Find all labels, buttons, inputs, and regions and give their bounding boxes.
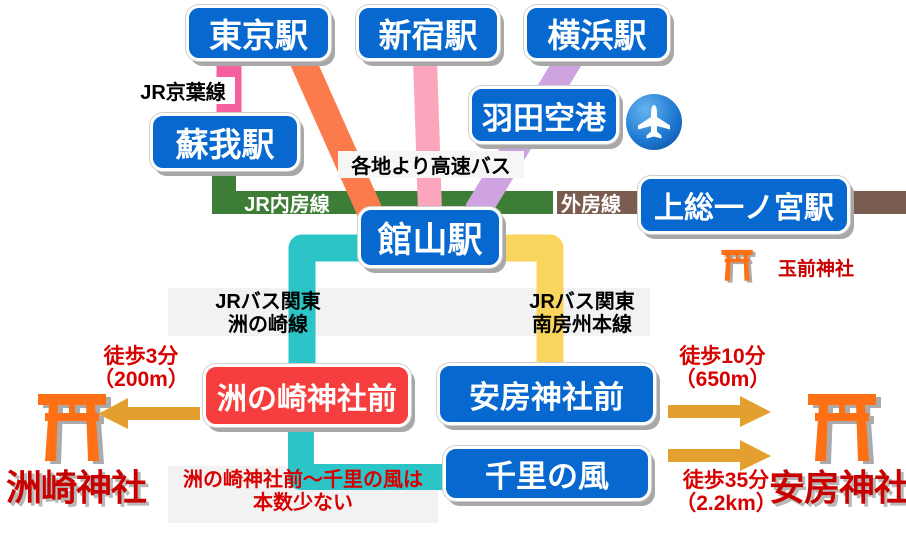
nanboshu-bus-line-text-2: 南房州本線	[532, 314, 632, 336]
station-label-shinjuku: 新宿駅	[378, 17, 478, 54]
keiyo-line-text: JR京葉線	[140, 82, 226, 104]
bus-stop-label-sunosaki-mae: 洲の崎神社前	[217, 382, 397, 416]
airplane-icon	[626, 94, 682, 150]
torii-icon-tamasaki	[721, 249, 756, 283]
walk-arrow-senri-to-awa	[668, 440, 771, 471]
shrine-text-tamasaki: 玉前神社	[777, 258, 854, 280]
sunosaki-bus-line-text-2: 洲の崎線	[228, 314, 308, 336]
shrine-name-tamasaki: 玉前神社	[755, 255, 877, 280]
walk-arrow-awamae-to-awa	[668, 396, 771, 427]
bus-stop-box-senri-no-kaze: 千里の風	[443, 446, 651, 501]
walk-label-senri: 徒歩35分 （2.2km）	[660, 465, 792, 519]
note-text-2: 本数少ない	[253, 492, 353, 514]
walk-dist-senri: （2.2km）	[675, 492, 777, 515]
station-box-shinjuku: 新宿駅	[356, 5, 500, 61]
note-text-1: 洲の崎神社前～千里の風は	[183, 469, 423, 491]
sunosaki-bus-line-upper	[288, 234, 366, 370]
shrine-name-sunosaki: 洲崎神社	[0, 463, 152, 508]
walk-time-sunosaki: 徒歩3分	[103, 345, 179, 368]
bus-stop-label-awa-mae: 安房神社前	[469, 379, 624, 415]
walk-arrow-to-sunosaki	[98, 398, 200, 429]
nanboshu-bus-line-text-1: JRバス関東	[529, 291, 635, 313]
walk-dist-awamae: （650m）	[674, 368, 771, 391]
bus-line-label-band	[168, 288, 650, 336]
station-label-tateyama: 館山駅	[377, 221, 483, 260]
shrine-text-awa: 安房神社	[768, 467, 906, 508]
station-label-yokohama: 横浜駅	[547, 17, 647, 54]
sotobo-line-label: 外房線	[556, 191, 626, 216]
highway-bus-label: 各地より高速バス	[338, 151, 524, 178]
nanboshu-bus-line-label: JRバス関東 南房州本線	[506, 291, 658, 337]
station-label-haneda: 羽田空港	[482, 100, 606, 136]
station-box-yokohama: 横浜駅	[524, 5, 670, 61]
station-box-tokyo: 東京駅	[186, 5, 331, 61]
shrine-text-sunosaki: 洲崎神社	[5, 467, 147, 508]
bus-stop-label-senri-no-kaze: 千里の風	[485, 459, 609, 494]
walk-time-senri: 徒歩35分	[682, 469, 770, 492]
walk-dist-sunosaki: （200m）	[93, 368, 189, 391]
highway-bus-line-tokyo	[289, 51, 382, 218]
station-box-tateyama: 館山駅	[358, 207, 502, 268]
walk-label-sunosaki: 徒歩3分 （200m）	[85, 341, 197, 395]
station-box-kazusa-ichinomiya: 上総一ノ宮駅	[638, 176, 850, 234]
sunosaki-bus-line-lower	[288, 420, 448, 490]
torii-icon-awa	[808, 394, 881, 464]
torii-icon-sunosaki	[38, 394, 111, 464]
station-box-soga: 蘇我駅	[150, 113, 300, 171]
shrine-name-awa: 安房神社	[768, 463, 906, 508]
walk-time-awamae: 徒歩10分	[679, 345, 766, 368]
bus-stop-box-sunosaki-mae: 洲の崎神社前	[203, 364, 411, 427]
sotobo-line-text: 外房線	[561, 194, 621, 216]
keiyo-line-label: JR京葉線	[131, 77, 235, 104]
sunosaki-bus-line-text-1: JRバス関東	[215, 291, 321, 313]
highway-bus-line-shinjuku	[413, 57, 442, 213]
station-label-soga: 蘇我駅	[175, 126, 275, 163]
uchibo-line-label: JR内房線	[232, 191, 342, 216]
station-label-kazusa-ichinomiya: 上総一ノ宮駅	[654, 192, 834, 225]
uchibo-line-text: JR内房線	[244, 194, 330, 216]
low-frequency-note: 洲の崎神社前～千里の風は 本数少ない	[172, 466, 434, 518]
station-box-haneda: 羽田空港	[469, 86, 619, 144]
bus-stop-box-awa-mae: 安房神社前	[437, 363, 656, 425]
nanboshu-bus-line	[496, 234, 564, 370]
highway-bus-text: 各地より高速バス	[351, 156, 511, 178]
sunosaki-bus-line-label: JRバス関東 洲の崎線	[193, 291, 343, 337]
station-label-tokyo: 東京駅	[209, 17, 308, 54]
walk-label-awamae: 徒歩10分 （650m）	[660, 341, 785, 395]
